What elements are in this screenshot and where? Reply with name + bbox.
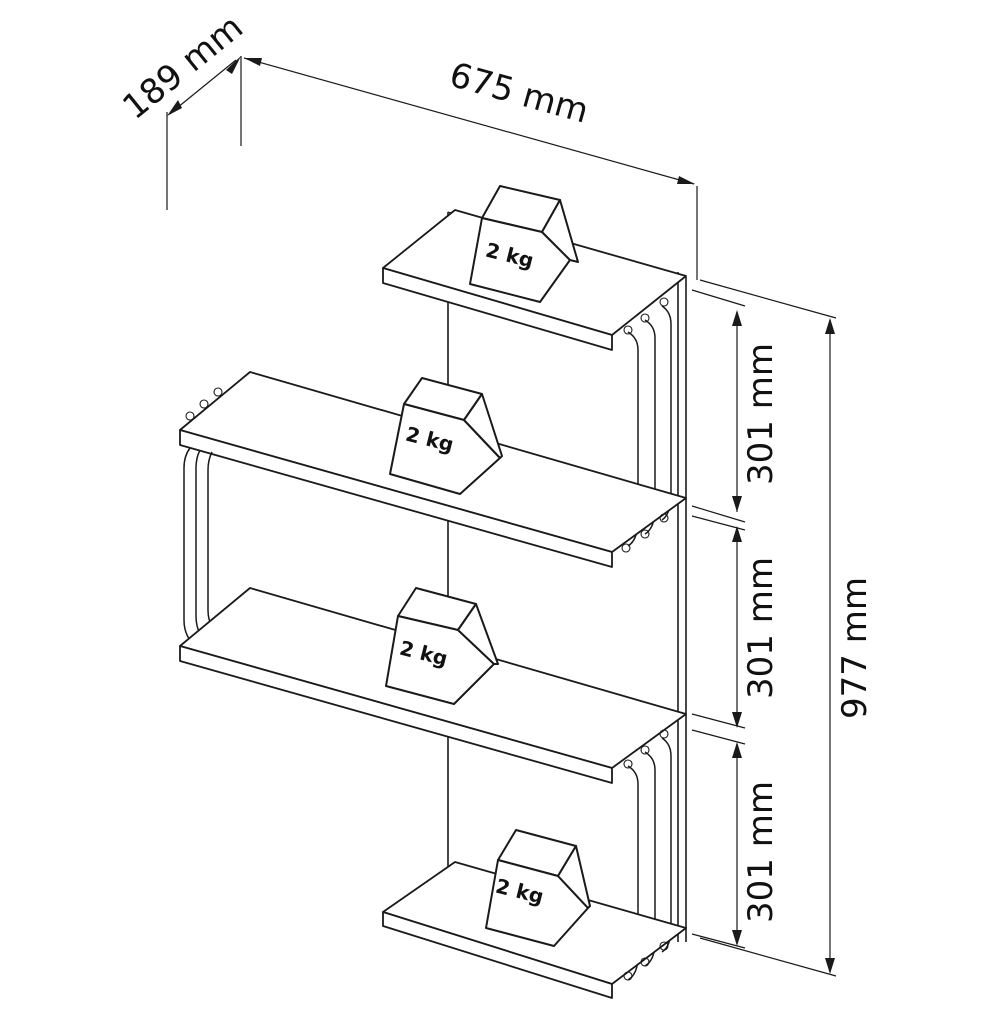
weight-4: 2 kg (485, 829, 591, 947)
height-label: 977 mm (835, 577, 875, 719)
spacing-middle-label: 301 mm (741, 557, 781, 699)
height-dimension: 977 mm (699, 279, 875, 977)
shelf-2-rods (183, 387, 223, 641)
depth-dimension: 189 mm (115, 7, 251, 210)
weight-3: 2 kg (385, 587, 499, 705)
weight-2: 2 kg (389, 377, 503, 495)
spacing-top-label: 301 mm (741, 343, 781, 485)
spacing-dimension-middle: 301 mm (691, 515, 781, 729)
shelf-1-rods (623, 297, 672, 547)
shelf-3-rods (623, 729, 672, 981)
spacing-dimension-bottom: 301 mm (691, 729, 781, 949)
spacing-dimension-top: 301 mm (691, 289, 781, 523)
weight-1: 2 kg (469, 185, 579, 303)
spacing-bottom-label: 301 mm (741, 781, 781, 923)
